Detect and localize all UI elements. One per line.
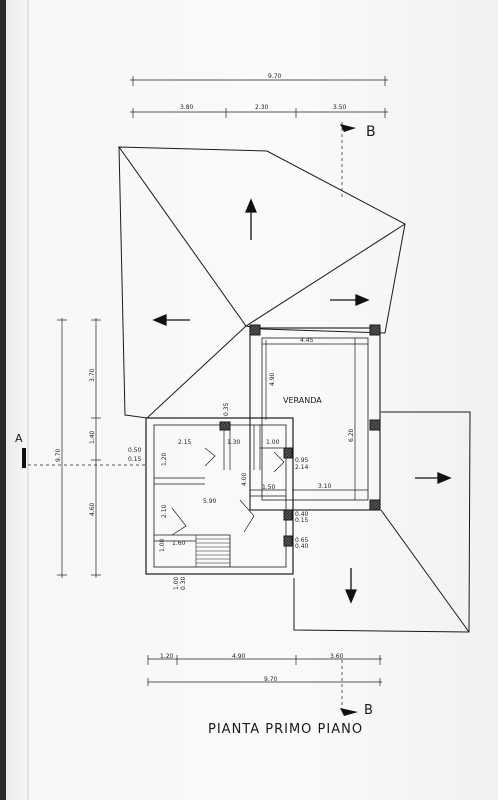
dim-house-1-50: 1.50 (262, 484, 276, 491)
section-flags (22, 124, 358, 716)
dim-top-2: 2.30 (255, 104, 269, 111)
dim-veranda-bottom: 3.10 (318, 483, 332, 490)
dim-house-0-30: 0.30 (180, 576, 187, 590)
flag-icon (340, 708, 358, 716)
dim-left-total: 9.70 (55, 448, 62, 462)
arrow-left-icon (152, 314, 190, 326)
lower-roof-hip (380, 509, 470, 633)
dim-house-2-14: 2.14 (295, 464, 309, 471)
house-outer-wall (145, 417, 294, 575)
house-plan (145, 417, 294, 575)
dim-house-0-35: 0.35 (223, 402, 230, 416)
dim-house-0-40b: 0.40 (295, 543, 309, 550)
room-label-veranda: VERANDA (283, 396, 322, 405)
dim-house-1-00c: 1.00 (173, 576, 180, 590)
dim-bottom-total: 9.70 (264, 676, 278, 683)
dim-house-0-95: 0.95 (295, 457, 309, 464)
arrow-right-icon (415, 472, 452, 484)
veranda-column (369, 499, 381, 511)
dim-left-2: 1.40 (89, 430, 96, 444)
top-roof-plane (118, 146, 406, 334)
roof-slope-arrows (152, 198, 452, 604)
arrow-up-icon (245, 198, 257, 240)
dim-house-2-10: 2.10 (161, 504, 168, 518)
arrow-down-icon (345, 568, 357, 604)
dim-bottom-2: 4.90 (232, 653, 246, 660)
roof-outline (118, 146, 471, 633)
dim-bottom-3: 3.60 (330, 653, 344, 660)
veranda-column (249, 324, 261, 336)
dim-house-0-50: 0.50 (128, 447, 142, 454)
dim-house-2-15: 2.15 (178, 439, 192, 446)
stairs (195, 535, 230, 567)
dim-veranda-height: 6.20 (348, 428, 355, 442)
dim-house-5-90: 5.90 (203, 498, 217, 505)
dimension-lines (22, 76, 388, 712)
section-label-a: A (15, 432, 23, 445)
dim-house-0-65: 0.65 (295, 537, 309, 544)
veranda-column (369, 324, 381, 336)
dim-top-total: 9.70 (268, 73, 282, 80)
dim-house-1-30: 1.30 (227, 439, 241, 446)
dim-house-0-15b: 0.15 (295, 517, 309, 524)
veranda (249, 324, 381, 511)
wall-column (283, 535, 293, 547)
section-label-b-bottom: B (364, 703, 373, 718)
wall-column (219, 421, 231, 431)
dim-house-1-00: 1.00 (266, 439, 280, 446)
dim-left-3: 4.60 (89, 502, 96, 516)
drawing-title: PIANTA PRIMO PIANO (208, 722, 363, 737)
dim-house-1-60: 1.60 (172, 540, 186, 547)
left-roof-plane (118, 146, 247, 419)
wall-column (283, 509, 293, 521)
dim-house-0-15: 0.15 (128, 456, 142, 463)
dim-left-1: 3.70 (89, 368, 96, 382)
dim-house-1-20: 1.20 (161, 452, 168, 466)
section-label-b-top: B (366, 124, 376, 140)
dim-house-1-00b: 1.00 (159, 538, 166, 552)
dim-top-3: 3.50 (333, 104, 347, 111)
dim-veranda-side: 4.90 (269, 372, 276, 386)
dim-bottom-1: 1.20 (160, 653, 174, 660)
wall-column (283, 447, 293, 459)
section-mark-a (22, 448, 26, 468)
dim-top-1: 3.80 (180, 104, 194, 111)
roof-ridge (245, 223, 406, 327)
binding-shadow (0, 0, 6, 800)
dim-veranda-width: 4.45 (300, 337, 314, 344)
right-roof-plane (293, 411, 471, 633)
dim-house-0-40: 0.40 (295, 511, 309, 518)
flag-icon (340, 124, 356, 132)
arrow-right-icon (330, 294, 370, 306)
dim-house-4-00: 4.00 (241, 472, 248, 486)
veranda-column (369, 419, 381, 431)
